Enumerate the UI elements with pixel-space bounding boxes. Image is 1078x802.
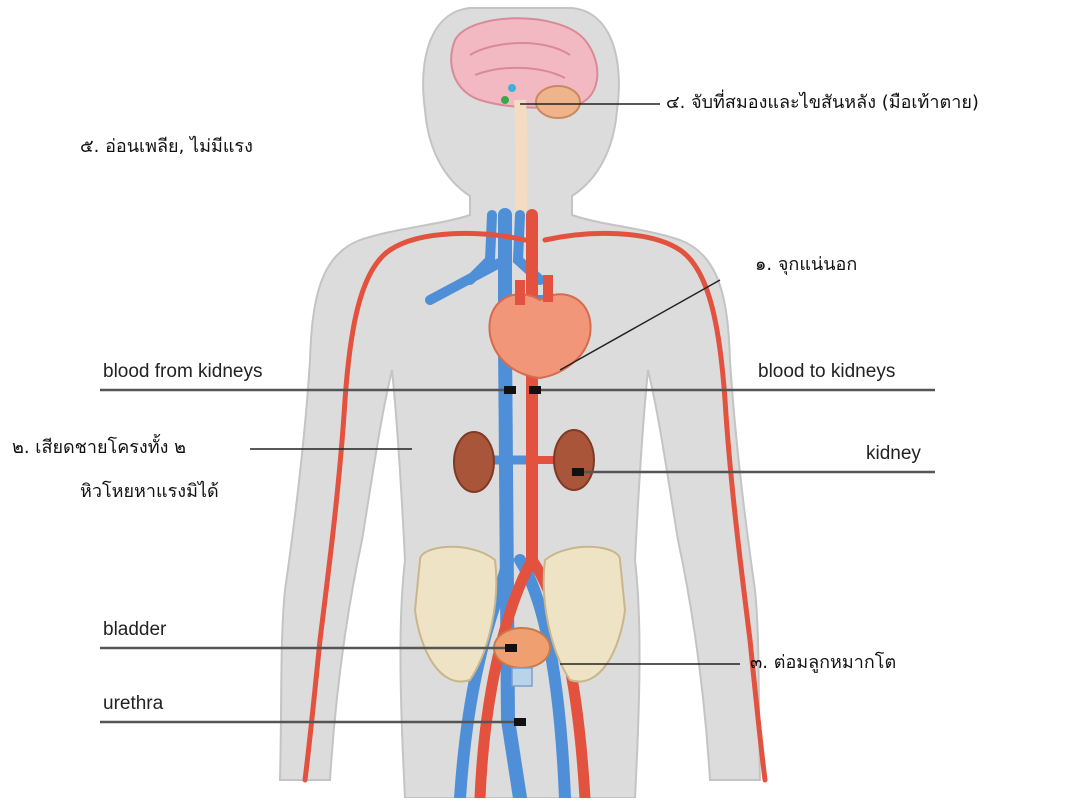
marker-blood-from-kidneys — [504, 386, 516, 394]
marker-urethra — [514, 718, 526, 726]
symptom-flank-pain-line2: หิวโหยหาแรงมิได้ — [80, 481, 219, 503]
brain-marker-blue — [508, 84, 516, 92]
label-blood-from-kidneys: blood from kidneys — [103, 361, 262, 384]
label-bladder: bladder — [103, 619, 166, 642]
symptom-chest-tightness: ๑. จุกแน่นอก — [755, 254, 857, 276]
symptom-weakness: ๕. อ่อนเพลีย, ไม่มีแรง — [80, 136, 253, 158]
kidney-right — [554, 430, 594, 490]
symptom-prostate: ๓. ต่อมลูกหมากโต — [750, 652, 896, 674]
marker-blood-to-kidneys — [529, 386, 541, 394]
brain-marker-green — [501, 96, 509, 104]
marker-bladder — [505, 644, 517, 652]
spinal-cord — [520, 100, 522, 210]
marker-kidney — [572, 468, 584, 476]
label-kidney: kidney — [866, 443, 921, 466]
kidney-left — [454, 432, 494, 492]
label-urethra: urethra — [103, 693, 163, 716]
symptom-brain-spinal: ๔. จับที่สมองและไขสันหลัง (มือเท้าตาย) — [666, 92, 979, 114]
cerebellum — [536, 86, 580, 118]
label-blood-to-kidneys: blood to kidneys — [758, 361, 895, 384]
prostate-organ — [512, 668, 532, 686]
symptom-flank-pain-line1: ๒. เสียดชายโครงทั้ง ๒ — [12, 437, 186, 459]
